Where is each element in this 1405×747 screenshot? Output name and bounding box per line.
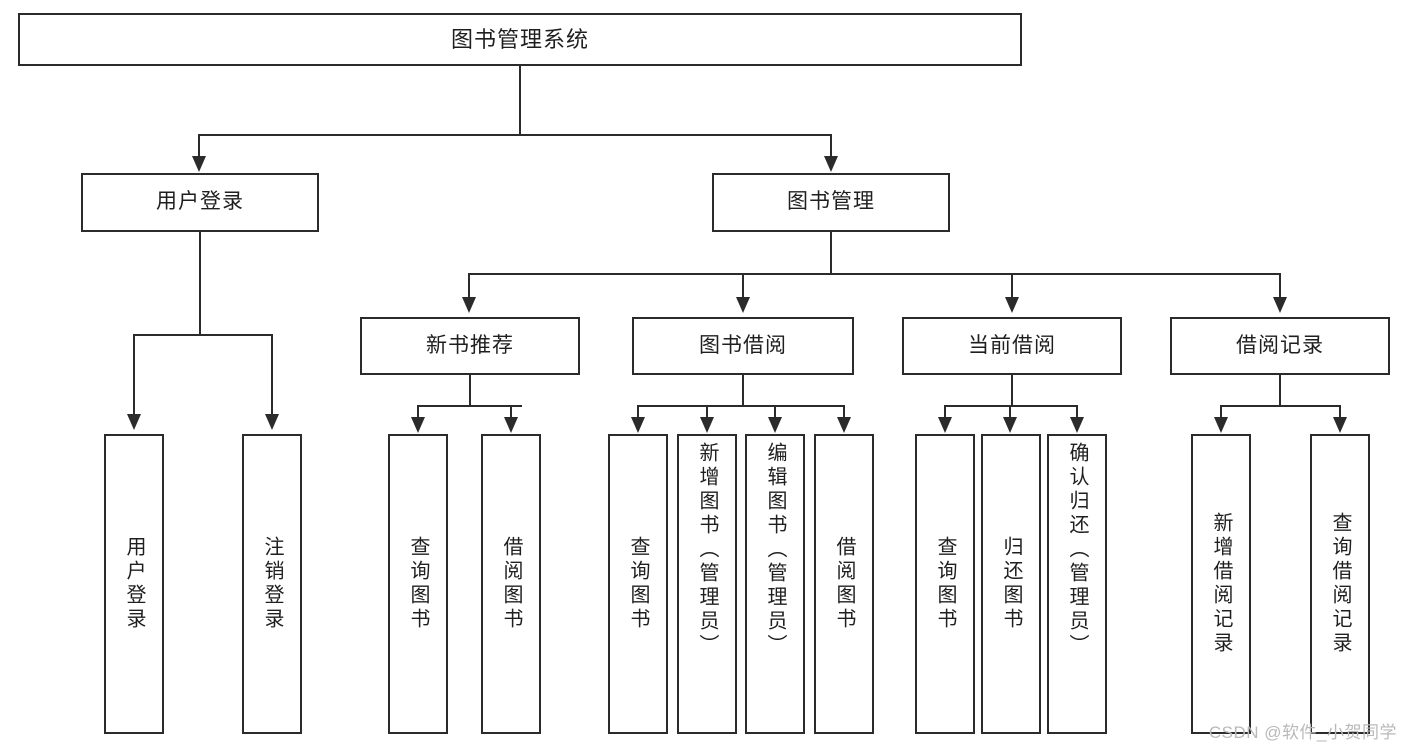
- leaf-edit-book-label: 编辑图书（管理员）: [764, 442, 786, 658]
- leaf-borrow-book-2[interactable]: 借阅图书: [814, 434, 874, 734]
- connector-user-login-bar: [133, 334, 273, 336]
- node-book-management-label: 图书管理: [787, 190, 875, 214]
- connector-borrow-record-d2: [1339, 405, 1341, 419]
- csdn-watermark: CSDN @软件_小贺同学: [1208, 723, 1397, 742]
- arrow-to-current-borrow: [1005, 297, 1019, 313]
- connector-book-borrow-stem: [742, 375, 744, 406]
- connector-current-borrow-d1: [944, 405, 946, 419]
- connector-new-book-rec-d2: [510, 405, 512, 419]
- arrow-to-leaf-borrow-book-2: [837, 417, 851, 433]
- connector-root-to-user-login: [198, 134, 200, 158]
- connector-book-mgmt-stem: [830, 232, 832, 274]
- connector-current-borrow-d2: [1009, 405, 1011, 419]
- connector-to-book-borrow: [742, 273, 744, 299]
- leaf-return-book[interactable]: 归还图书: [981, 434, 1041, 734]
- leaf-query-record-label: 查询借阅记录: [1329, 512, 1351, 656]
- node-user-login[interactable]: 用户登录: [81, 173, 319, 232]
- connector-user-login-right-drop: [271, 334, 273, 416]
- node-user-login-label: 用户登录: [156, 190, 244, 214]
- arrow-to-book-borrow: [736, 297, 750, 313]
- connector-new-book-rec-d1: [417, 405, 419, 419]
- connector-book-borrow-d4: [843, 405, 845, 419]
- connector-current-borrow-bar: [944, 405, 1078, 407]
- leaf-query-book-2[interactable]: 查询图书: [608, 434, 668, 734]
- leaf-edit-book[interactable]: 编辑图书（管理员）: [745, 434, 805, 734]
- arrow-to-leaf-query-book-1: [411, 417, 425, 433]
- connector-to-borrow-record: [1279, 273, 1281, 299]
- node-root[interactable]: 图书管理系统: [18, 13, 1022, 66]
- arrow-to-leaf-add-book: [700, 417, 714, 433]
- connector-borrow-record-stem: [1279, 375, 1281, 406]
- leaf-query-book-3-label: 查询图书: [934, 536, 956, 632]
- node-current-borrow-label: 当前借阅: [968, 333, 1056, 357]
- node-book-borrow[interactable]: 图书借阅: [632, 317, 854, 375]
- node-new-book-recommend[interactable]: 新书推荐: [360, 317, 580, 375]
- arrow-to-leaf-query-book-2: [631, 417, 645, 433]
- connector-user-login-stem: [199, 232, 201, 335]
- connector-root-stem: [519, 66, 521, 135]
- node-current-borrow[interactable]: 当前借阅: [902, 317, 1122, 375]
- arrow-to-leaf-borrow-book-1: [504, 417, 518, 433]
- connector-new-book-rec-bar: [417, 405, 522, 407]
- leaf-logout-label: 注销登录: [261, 536, 283, 632]
- leaf-add-book-label: 新增图书（管理员）: [696, 442, 718, 658]
- leaf-user-login-label: 用户登录: [123, 536, 145, 632]
- leaf-borrow-book-2-label: 借阅图书: [833, 536, 855, 632]
- leaf-query-book-1-label: 查询图书: [407, 536, 429, 632]
- arrow-root-to-user-login: [192, 156, 206, 172]
- node-root-label: 图书管理系统: [450, 26, 589, 52]
- connector-current-borrow-stem: [1011, 375, 1013, 406]
- leaf-query-book-1[interactable]: 查询图书: [388, 434, 448, 734]
- connector-new-book-rec-stem: [469, 375, 471, 406]
- arrow-to-new-book-rec: [462, 297, 476, 313]
- leaf-confirm-return[interactable]: 确认归还（管理员）: [1047, 434, 1107, 734]
- connector-to-new-book-rec: [468, 273, 470, 299]
- connector-book-borrow-d2: [706, 405, 708, 419]
- leaf-return-book-label: 归还图书: [1000, 536, 1022, 632]
- connector-current-borrow-d3: [1076, 405, 1078, 419]
- arrow-to-leaf-logout: [265, 414, 279, 430]
- arrow-root-to-book-mgmt: [824, 156, 838, 172]
- arrow-to-leaf-user-login: [127, 414, 141, 430]
- connector-book-borrow-d1: [637, 405, 639, 419]
- leaf-add-record[interactable]: 新增借阅记录: [1191, 434, 1251, 734]
- arrow-to-leaf-query-book-3: [938, 417, 952, 433]
- node-borrow-record[interactable]: 借阅记录: [1170, 317, 1390, 375]
- leaf-borrow-book-1-label: 借阅图书: [500, 536, 522, 632]
- arrow-to-leaf-confirm-return: [1070, 417, 1084, 433]
- leaf-add-book[interactable]: 新增图书（管理员）: [677, 434, 737, 734]
- arrow-to-leaf-return-book: [1003, 417, 1017, 433]
- connector-root-bar: [198, 134, 832, 136]
- leaf-query-book-2-label: 查询图书: [627, 536, 649, 632]
- leaf-borrow-book-1[interactable]: 借阅图书: [481, 434, 541, 734]
- leaf-user-login[interactable]: 用户登录: [104, 434, 164, 734]
- leaf-query-record[interactable]: 查询借阅记录: [1310, 434, 1370, 734]
- leaf-add-record-label: 新增借阅记录: [1210, 512, 1232, 656]
- connector-to-current-borrow: [1011, 273, 1013, 299]
- arrow-to-borrow-record: [1273, 297, 1287, 313]
- leaf-logout[interactable]: 注销登录: [242, 434, 302, 734]
- arrow-to-leaf-add-record: [1214, 417, 1228, 433]
- connector-user-login-left-drop: [133, 334, 135, 416]
- connector-book-borrow-bar: [637, 405, 845, 407]
- connector-borrow-record-bar: [1220, 405, 1340, 407]
- node-book-borrow-label: 图书借阅: [699, 333, 787, 357]
- node-book-management[interactable]: 图书管理: [712, 173, 950, 232]
- arrow-to-leaf-edit-book: [768, 417, 782, 433]
- node-borrow-record-label: 借阅记录: [1236, 333, 1324, 357]
- node-new-book-recommend-label: 新书推荐: [426, 333, 514, 357]
- arrow-to-leaf-query-record: [1333, 417, 1347, 433]
- leaf-query-book-3[interactable]: 查询图书: [915, 434, 975, 734]
- connector-book-borrow-d3: [774, 405, 776, 419]
- connector-book-mgmt-bar: [468, 273, 1280, 275]
- leaf-confirm-return-label: 确认归还（管理员）: [1066, 442, 1088, 658]
- connector-borrow-record-d1: [1220, 405, 1222, 419]
- connector-root-to-book-mgmt: [830, 134, 832, 158]
